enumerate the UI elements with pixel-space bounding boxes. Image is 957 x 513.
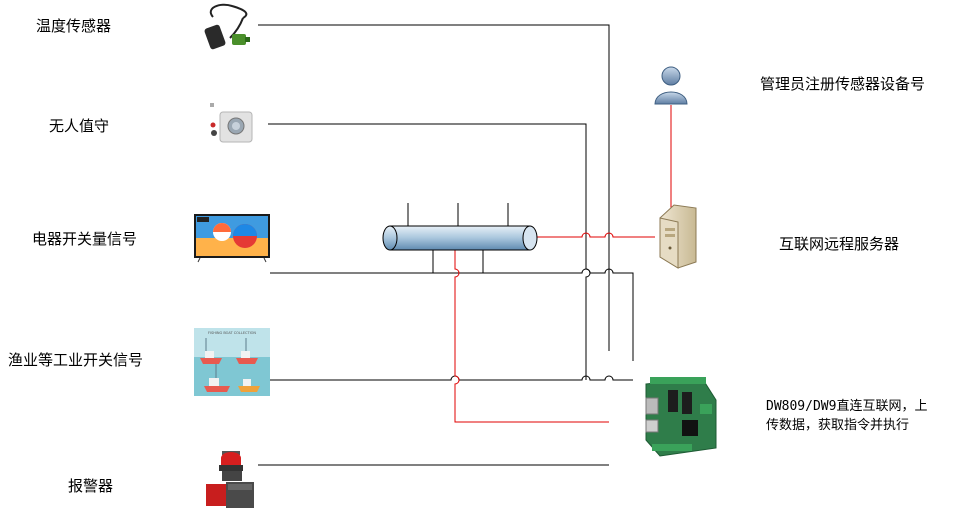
- red-links: [454, 105, 672, 423]
- unattended-device-icon: [210, 103, 253, 143]
- admin-user-icon: [654, 66, 688, 105]
- wire-appliance: [270, 268, 634, 361]
- label-unattended: 无人值守: [49, 117, 110, 135]
- fishing-boat-poster-icon: FISHING BOAT COLLECTION: [194, 328, 270, 396]
- label-fishery-switch: 渔业等工业开关信号: [8, 351, 144, 369]
- link-bus-to-server: [535, 232, 655, 238]
- controller-board-icon: [645, 377, 717, 457]
- label-controller-line1: DW809/DW9直连互联网，上: [766, 399, 928, 414]
- wire-temperature: [258, 24, 610, 351]
- link-bus-to-controller: [454, 250, 609, 423]
- alarm-icon: [206, 451, 254, 508]
- wire-fishery: [270, 375, 633, 381]
- data-bus-cylinder: [382, 225, 538, 251]
- tv-icon: [194, 214, 270, 263]
- label-controller-line2: 传数据，获取指令并执行: [766, 418, 910, 433]
- temperature-sensor-icon: [204, 3, 250, 50]
- label-remote-server: 互联网远程服务器: [779, 235, 900, 253]
- wires: [258, 24, 634, 466]
- label-appliance-switch: 电器开关量信号: [32, 230, 138, 248]
- label-alarm: 报警器: [68, 477, 114, 495]
- poster-caption: FISHING BOAT COLLECTION: [208, 331, 256, 335]
- server-icon: [659, 204, 697, 269]
- label-temperature-sensor: 温度传感器: [36, 17, 112, 35]
- wire-unattended: [268, 123, 591, 380]
- label-admin-register: 管理员注册传感器设备号: [760, 75, 926, 93]
